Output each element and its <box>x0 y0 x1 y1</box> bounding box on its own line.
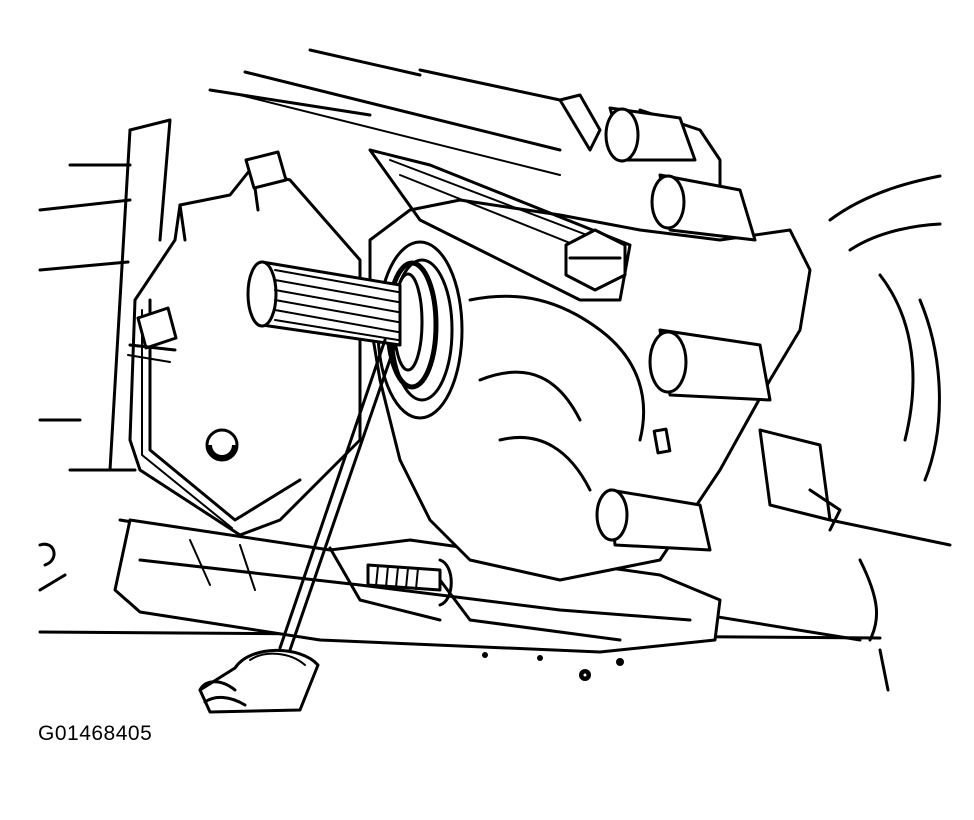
top-mounting-bolt <box>564 228 627 292</box>
housing-bosses <box>595 106 842 552</box>
figure-id-label: G01468405 <box>38 722 153 745</box>
screwdriver-tool <box>198 338 397 714</box>
left-cover-plate <box>128 168 362 537</box>
splined-shaft <box>246 260 402 347</box>
adjusting-screw <box>366 558 622 642</box>
cover-bolts <box>127 150 288 363</box>
